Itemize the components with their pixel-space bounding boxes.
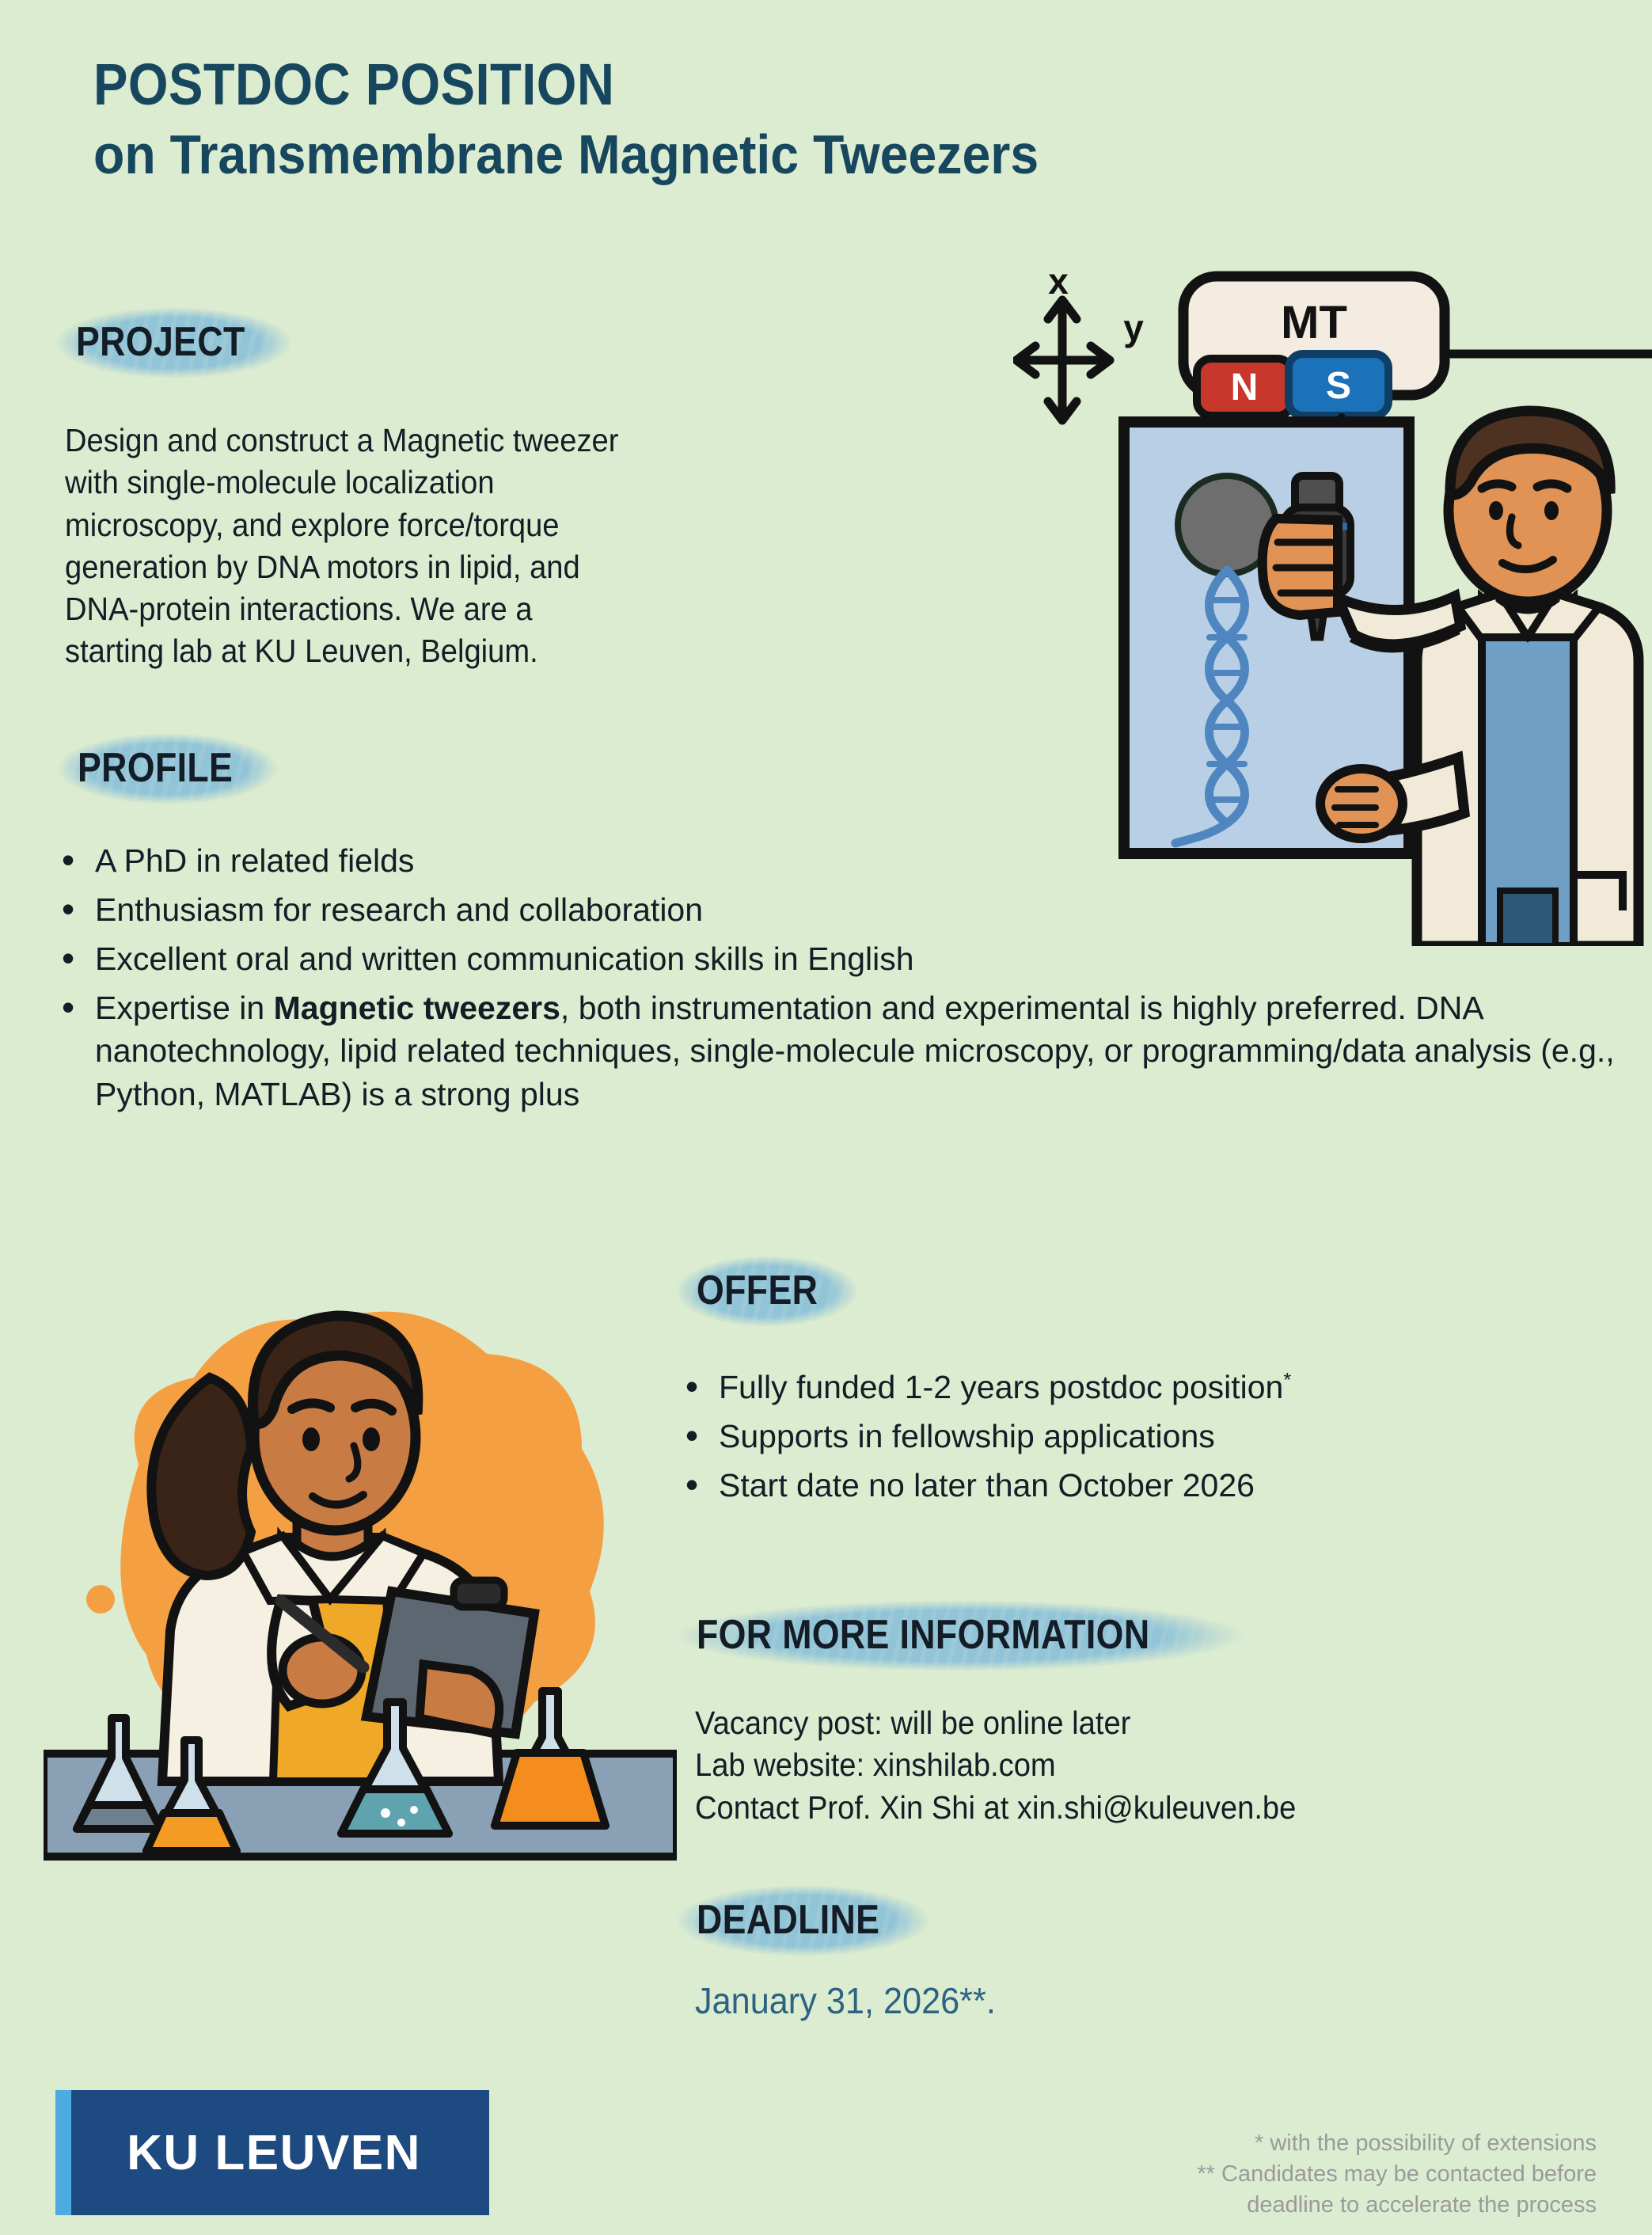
clipboard-clip <box>450 1576 508 1611</box>
background-blob-dot <box>86 1585 115 1614</box>
axis-x-label: x <box>1048 265 1069 302</box>
footnotes: * with the possibility of extensions ** … <box>1197 2128 1597 2221</box>
eye-right <box>363 1427 380 1451</box>
information-line-0: Vacancy post: will be online later <box>695 1705 1131 1741</box>
poster-title-block: POSTDOC POSITION on Transmembrane Magnet… <box>93 51 1518 186</box>
mt-diagram-svg: x y MT N S <box>1012 260 1652 450</box>
mouth <box>309 1491 367 1509</box>
information-heading-label: FOR MORE INFORMATION <box>697 1612 1150 1658</box>
scientist-female-svg <box>40 1310 681 1861</box>
profile-heading: PROFILE <box>57 726 279 813</box>
information-line-2: Contact Prof. Xin Shi at xin.shi@kuleuve… <box>695 1788 1297 1826</box>
flask-bubbles <box>381 1806 418 1826</box>
footnote-line-2: ** Candidates may be contacted before <box>1197 2161 1597 2187</box>
magnet-south-label: S <box>1326 365 1351 407</box>
pen <box>275 1595 370 1674</box>
list-item: Fully funded 1-2 years postdoc position* <box>674 1363 1608 1411</box>
footnote-line-3: deadline to accelerate the process <box>1247 2192 1597 2218</box>
information-line-1: Lab website: xinshilab.com <box>695 1747 1056 1784</box>
flask-3-liquid <box>337 1785 453 1838</box>
list-item: Enthusiasm for research and collaboratio… <box>51 885 1626 933</box>
list-item: A PhD in related fields <box>51 836 1626 884</box>
flask-group <box>73 1687 610 1855</box>
offer-bullet-list: Fully funded 1-2 years postdoc position*… <box>674 1363 1608 1513</box>
magnet-north-label: N <box>1231 367 1259 409</box>
offer-heading: OFFER <box>676 1249 859 1336</box>
page-subtitle: on Transmembrane Magnetic Tweezers <box>93 124 1039 185</box>
offer-heading-label: OFFER <box>697 1268 818 1313</box>
brow-right <box>351 1398 397 1416</box>
profile-item-3-prefix: Expertise in <box>95 990 274 1027</box>
profile-bullet-list: A PhD in related fields Enthusiasm for r… <box>51 836 1626 1122</box>
project-body-text: Design and construct a Magnetic tweezer … <box>65 422 619 670</box>
list-item: Start date no later than October 2026 <box>674 1461 1608 1509</box>
profile-heading-label: PROFILE <box>78 745 234 791</box>
deadline-body: January 31, 2026**. <box>695 1979 1015 2022</box>
profile-item-1: Enthusiasm for research and collaboratio… <box>95 891 704 929</box>
information-body: Vacancy post: will be online later Lab w… <box>695 1702 1563 1829</box>
project-heading: PROJECT <box>55 300 294 387</box>
mouth <box>1498 556 1557 574</box>
profile-item-3-bold: Magnetic tweezers <box>273 990 560 1027</box>
deadline-heading-label: DEADLINE <box>697 1897 880 1943</box>
hair <box>1445 405 1616 500</box>
axis-cross-icon <box>1012 295 1115 425</box>
brow-right <box>1532 479 1572 493</box>
flask-4-liquid <box>491 1749 610 1830</box>
profile-item-0: A PhD in related fields <box>95 842 415 879</box>
illustration-scientist-flasks <box>40 1259 681 1892</box>
hair-front <box>248 1310 423 1430</box>
footnote-line-1: * with the possibility of extensions <box>1255 2130 1597 2157</box>
eye-left <box>302 1427 320 1451</box>
offer-item-0-marker: * <box>1283 1369 1292 1392</box>
profile-item-2: Excellent oral and written communication… <box>95 941 914 978</box>
flask-1-liquid <box>73 1801 165 1833</box>
nose <box>345 1442 362 1483</box>
logo-accent-bar <box>55 2090 71 2215</box>
deadline-date: January 31, 2026**. <box>695 1980 996 2021</box>
offer-item-0: Fully funded 1-2 years postdoc position <box>719 1369 1284 1405</box>
brow-left <box>287 1398 335 1414</box>
project-heading-label: PROJECT <box>76 319 245 365</box>
axis-y-label: y <box>1123 307 1144 348</box>
dna-helix-icon <box>1171 565 1249 848</box>
offer-item-1: Supports in fellowship applications <box>719 1418 1215 1455</box>
page-title: POSTDOC POSITION <box>93 51 615 117</box>
ku-leuven-logo: KU LEUVEN <box>55 2090 489 2215</box>
nose <box>1506 513 1522 549</box>
logo-text: KU LEUVEN <box>127 2125 421 2180</box>
brow-left <box>1477 479 1517 493</box>
list-item: Expertise in Magnetic tweezers, both ins… <box>51 983 1626 1115</box>
eye-right <box>1544 501 1559 520</box>
deadline-heading: DEADLINE <box>676 1878 930 1965</box>
magnetic-tweezer-diagram: x y MT N S <box>1012 260 1652 450</box>
list-item: Supports in fellowship applications <box>674 1412 1608 1460</box>
information-heading: FOR MORE INFORMATION <box>676 1593 1244 1680</box>
profile-item-3-suffix: , both instrumentation and experimental … <box>95 990 1615 1112</box>
flask-2-liquid <box>142 1809 241 1855</box>
eye-left <box>1489 501 1503 520</box>
hand-left <box>278 1633 366 1709</box>
list-item: Excellent oral and written communication… <box>51 934 1626 983</box>
offer-item-2: Start date no later than October 2026 <box>719 1467 1255 1504</box>
hand-right <box>415 1659 504 1739</box>
mt-label: MT <box>1281 297 1347 348</box>
